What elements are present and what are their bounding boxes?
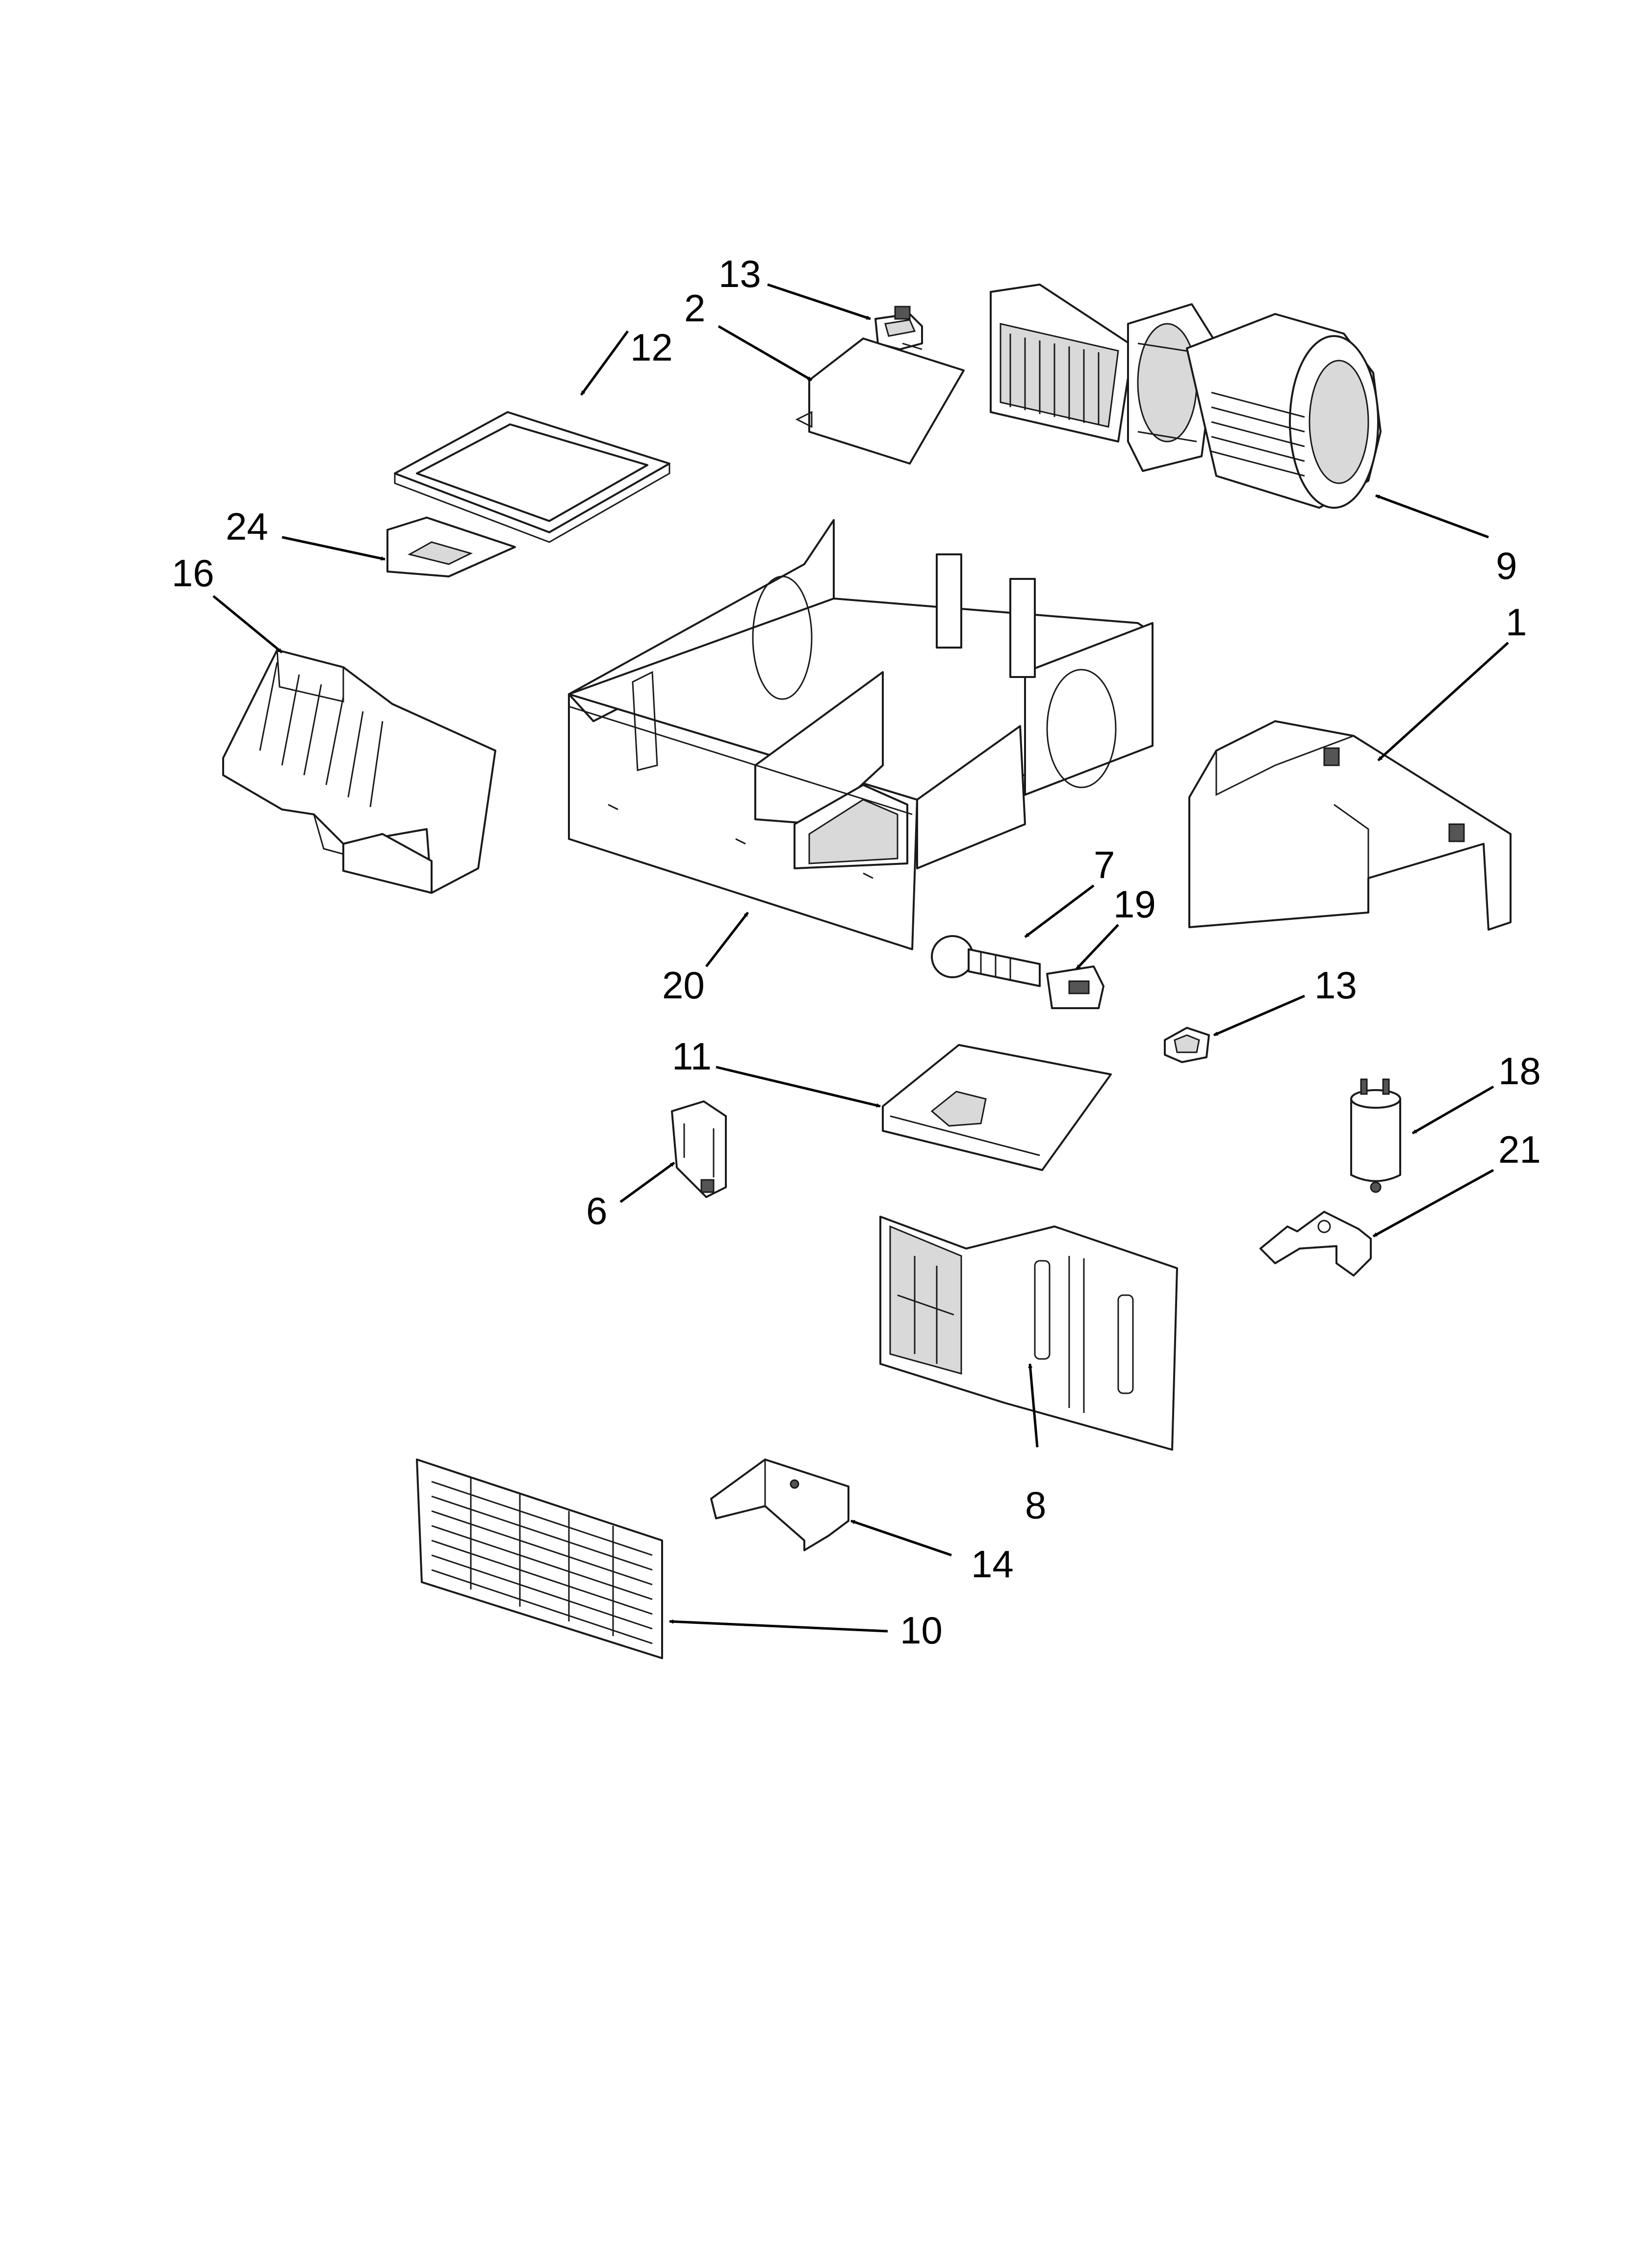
part-2-plate[interactable] [795, 338, 965, 465]
leader-14 [850, 1519, 952, 1557]
leader-11 [716, 1066, 881, 1108]
callout-11: 11 [672, 1035, 712, 1078]
part-13-clip-lower[interactable] [1164, 1027, 1210, 1063]
part-24-panel[interactable] [386, 517, 516, 577]
leader-12 [580, 330, 629, 396]
part-18-capacitor[interactable] [1350, 1078, 1401, 1193]
callout-13b: 13 [1314, 964, 1357, 1007]
leader-lines [212, 283, 1509, 1633]
part-1-duct-cover[interactable] [1188, 720, 1512, 931]
callout-12: 12 [630, 326, 673, 369]
leader-1 [1377, 642, 1509, 761]
part-20-chassis-base[interactable] [568, 519, 1154, 950]
callout-13a: 13 [718, 252, 761, 295]
leader-9 [1375, 494, 1489, 539]
leader-20 [705, 912, 749, 967]
callout-1: 1 [1506, 600, 1527, 644]
leader-18 [1411, 1085, 1494, 1135]
leader-24 [282, 536, 385, 561]
part-10-grille[interactable] [416, 1459, 663, 1659]
part-8-door-panel[interactable] [879, 1216, 1178, 1451]
callout-8: 8 [1025, 1484, 1046, 1527]
callout-labels: 13 2 12 9 24 16 1 7 19 20 13 11 18 21 6 … [172, 252, 1541, 1652]
part-13-clip-top[interactable] [874, 306, 923, 350]
callout-2: 2 [684, 287, 705, 330]
part-9-blower-motor[interactable] [990, 284, 1382, 509]
leader-6 [619, 1161, 675, 1203]
leader-8 [1028, 1363, 1039, 1448]
callout-10: 10 [900, 1609, 943, 1652]
part-19-lamp-socket[interactable] [1046, 965, 1104, 1009]
callout-14: 14 [971, 1542, 1014, 1586]
part-7-lamp[interactable] [931, 935, 1041, 987]
part-16-duct-assembly[interactable] [222, 649, 496, 894]
leader-13b [1213, 994, 1305, 1037]
callout-7: 7 [1094, 843, 1115, 886]
callout-16: 16 [172, 551, 214, 595]
callout-24: 24 [226, 505, 268, 548]
leader-19 [1076, 924, 1119, 970]
part-12-filter-frame[interactable] [394, 411, 670, 543]
part-21-bracket[interactable] [1259, 1211, 1372, 1277]
part-14-cover-bracket[interactable] [710, 1459, 849, 1551]
part-11-tray-plate[interactable] [882, 1044, 1112, 1171]
leader-2 [718, 325, 813, 382]
part-6-switch[interactable] [671, 1100, 727, 1198]
callout-21: 21 [1498, 1128, 1541, 1171]
callout-20: 20 [662, 964, 705, 1007]
leader-10 [669, 1619, 888, 1633]
leader-16 [212, 595, 283, 653]
callout-18: 18 [1498, 1049, 1541, 1093]
callout-19: 19 [1113, 883, 1156, 926]
leader-21 [1372, 1169, 1494, 1238]
leader-7 [1024, 885, 1095, 938]
callout-9: 9 [1496, 544, 1517, 587]
leader-13a [767, 283, 871, 320]
callout-6: 6 [586, 1189, 607, 1232]
